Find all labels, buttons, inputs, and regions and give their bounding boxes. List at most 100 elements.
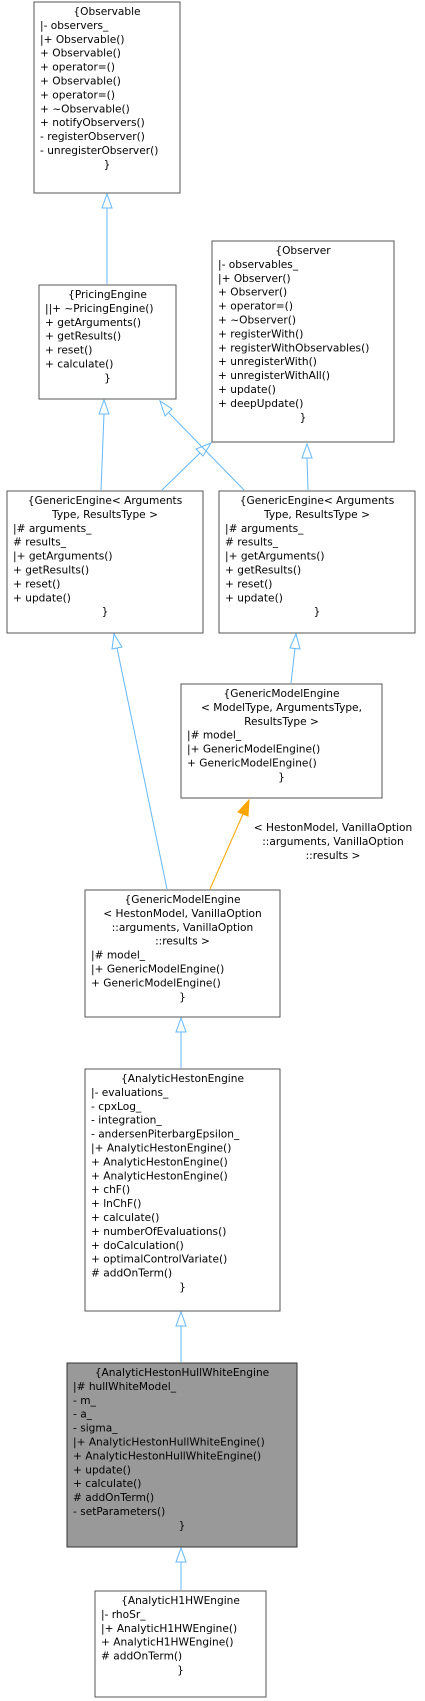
arrow-head-icon bbox=[101, 192, 113, 209]
class-member: - m_ bbox=[73, 1395, 97, 1407]
class-title: {GenericModelEngine bbox=[224, 688, 340, 700]
edge-genericengine1-observer bbox=[161, 452, 201, 491]
edge-genericengine2-pricingengine bbox=[167, 411, 245, 491]
edge-genericmodelengineheston-genericengine1 bbox=[116, 647, 168, 890]
class-member: |- observers_ bbox=[40, 20, 109, 32]
arrow-head-icon bbox=[175, 1310, 187, 1327]
class-member: + reset() bbox=[13, 578, 60, 590]
class-box-observer[interactable]: {Observer|- observables_|+ Observer()+ O… bbox=[211, 240, 395, 443]
class-member: + registerWith() bbox=[218, 328, 303, 340]
class-member: |+ Observable() bbox=[40, 34, 124, 46]
class-member: + calculate() bbox=[73, 1478, 141, 1490]
class-member: + update() bbox=[218, 384, 276, 396]
class-box-analytichestonengine[interactable]: {AnalyticHestonEngine|- evaluations_- cp… bbox=[84, 1068, 281, 1312]
arrow-head-icon bbox=[237, 798, 250, 817]
class-member: + update() bbox=[73, 1464, 131, 1476]
arrow-head-icon bbox=[175, 1546, 187, 1563]
arrow-head-icon bbox=[98, 398, 110, 415]
class-member: + getResults() bbox=[45, 331, 121, 343]
arrow-head-icon bbox=[289, 632, 301, 650]
class-member: + AnalyticHestonHullWhiteEngine() bbox=[73, 1450, 261, 1462]
class-footer: } bbox=[300, 412, 307, 424]
class-box-analytich1hwengine[interactable]: {AnalyticH1HWEngine|- rhoSr_|+ AnalyticH… bbox=[94, 1590, 267, 1698]
class-member: + chF() bbox=[91, 1184, 130, 1196]
class-box-observable[interactable]: {Observable|- observers_|+ Observable()+… bbox=[33, 1, 181, 194]
template-label-line: < HestonModel, VanillaOption bbox=[254, 822, 412, 834]
class-title: Type, ResultsType > bbox=[263, 509, 370, 521]
class-title: < HestonModel, VanillaOption bbox=[103, 908, 261, 920]
class-member: ||+ ~PricingEngine() bbox=[45, 303, 154, 315]
class-member: - sigma_ bbox=[73, 1423, 118, 1435]
class-member: # addOnTerm() bbox=[91, 1268, 172, 1280]
class-member: + ~Observable() bbox=[40, 103, 130, 115]
class-member: |+ GenericModelEngine() bbox=[91, 964, 224, 976]
class-member: + getResults() bbox=[225, 565, 301, 577]
class-title: < ModelType, ArgumentsType, bbox=[201, 702, 362, 714]
edge-genericengine1-pricingengine bbox=[100, 413, 105, 491]
class-member: - integration_ bbox=[91, 1115, 162, 1127]
class-member: - setParameters() bbox=[73, 1506, 165, 1518]
class-title: {AnalyticHestonHullWhiteEngine bbox=[95, 1367, 269, 1379]
class-member: + doCalculation() bbox=[91, 1240, 184, 1252]
class-member: + lnChF() bbox=[91, 1198, 141, 1210]
class-member: |# arguments_ bbox=[225, 523, 304, 535]
class-member: + ~Observer() bbox=[218, 315, 296, 327]
class-member: + GenericModelEngine() bbox=[187, 758, 317, 770]
class-member: + notifyObservers() bbox=[40, 117, 145, 129]
arrow-head-icon bbox=[159, 399, 173, 417]
class-member: |- rhoSr_ bbox=[101, 1609, 146, 1621]
class-footer: } bbox=[177, 1665, 184, 1677]
class-member: + numberOfEvaluations() bbox=[91, 1226, 226, 1238]
class-member: - andersenPiterbargEpsilon_ bbox=[91, 1129, 240, 1141]
class-footer: } bbox=[179, 991, 186, 1003]
class-member: + deepUpdate() bbox=[218, 398, 303, 410]
class-title: Type, ResultsType > bbox=[51, 509, 158, 521]
class-footer: } bbox=[104, 372, 111, 384]
class-box-pricingengine[interactable]: {PricingEngine||+ ~PricingEngine()+ getA… bbox=[38, 284, 177, 400]
class-member: + Observable() bbox=[40, 76, 121, 88]
class-member: |- observables_ bbox=[218, 259, 299, 271]
class-title: ::arguments, VanillaOption bbox=[112, 922, 254, 934]
class-member: |+ AnalyticHestonHullWhiteEngine() bbox=[73, 1437, 265, 1449]
class-member: + Observer() bbox=[218, 287, 287, 299]
class-member: + AnalyticHestonEngine() bbox=[91, 1156, 228, 1168]
class-title: {GenericEngine< Arguments bbox=[240, 495, 394, 507]
class-member: |+ getArguments() bbox=[225, 551, 325, 563]
arrow-head-icon bbox=[175, 1016, 187, 1033]
class-member: + operator=() bbox=[40, 62, 115, 74]
class-member: # results_ bbox=[13, 537, 67, 549]
class-member: + reset() bbox=[225, 578, 272, 590]
class-member: # addOnTerm() bbox=[101, 1651, 182, 1663]
class-member: + AnalyticHestonEngine() bbox=[91, 1170, 228, 1182]
class-member: - cpxLog_ bbox=[91, 1101, 142, 1113]
template-label-line: ::arguments, VanillaOption bbox=[262, 836, 404, 848]
class-member: + GenericModelEngine() bbox=[91, 977, 221, 989]
class-title: ResultsType > bbox=[244, 716, 319, 728]
edge-template-instantiation bbox=[209, 813, 244, 890]
class-title: {GenericEngine< Arguments bbox=[28, 495, 182, 507]
class-footer: } bbox=[179, 1520, 186, 1532]
class-box-analytichestonhullwhiteengine[interactable]: {AnalyticHestonHullWhiteEngine|# hullWhi… bbox=[66, 1362, 298, 1548]
template-label-line: ::results > bbox=[306, 850, 361, 862]
class-member: + registerWithObservables() bbox=[218, 342, 369, 354]
class-title: ::results > bbox=[155, 936, 210, 948]
class-member: |+ AnalyticHestonEngine() bbox=[91, 1143, 231, 1155]
class-member: + update() bbox=[225, 592, 283, 604]
edge-genericengine2-observer bbox=[306, 457, 309, 491]
class-footer: } bbox=[314, 606, 321, 618]
class-box-genericmodelengine-template[interactable]: {GenericModelEngine < ModelType, Argument… bbox=[180, 683, 383, 799]
class-member: |+ getArguments() bbox=[13, 551, 113, 563]
class-box-genericengine-1[interactable]: {GenericEngine< ArgumentsType, ResultsTy… bbox=[6, 490, 204, 634]
class-footer: } bbox=[102, 606, 109, 618]
class-member: + reset() bbox=[45, 345, 92, 357]
class-member: + unregisterWith() bbox=[218, 356, 317, 368]
class-member: + AnalyticH1HWEngine() bbox=[101, 1637, 234, 1649]
class-box-genericmodelengine-heston[interactable]: {GenericModelEngine < HestonModel, Vanill… bbox=[84, 889, 281, 1018]
class-box-genericengine-2[interactable]: {GenericEngine< ArgumentsType, ResultsTy… bbox=[218, 490, 416, 634]
class-title: {AnalyticH1HWEngine bbox=[121, 1595, 240, 1607]
class-member: # results_ bbox=[225, 537, 279, 549]
class-title: {GenericModelEngine bbox=[125, 894, 241, 906]
edge-genericmodelengine-genericengine2 bbox=[290, 647, 296, 684]
class-title: {Observer bbox=[275, 245, 331, 257]
